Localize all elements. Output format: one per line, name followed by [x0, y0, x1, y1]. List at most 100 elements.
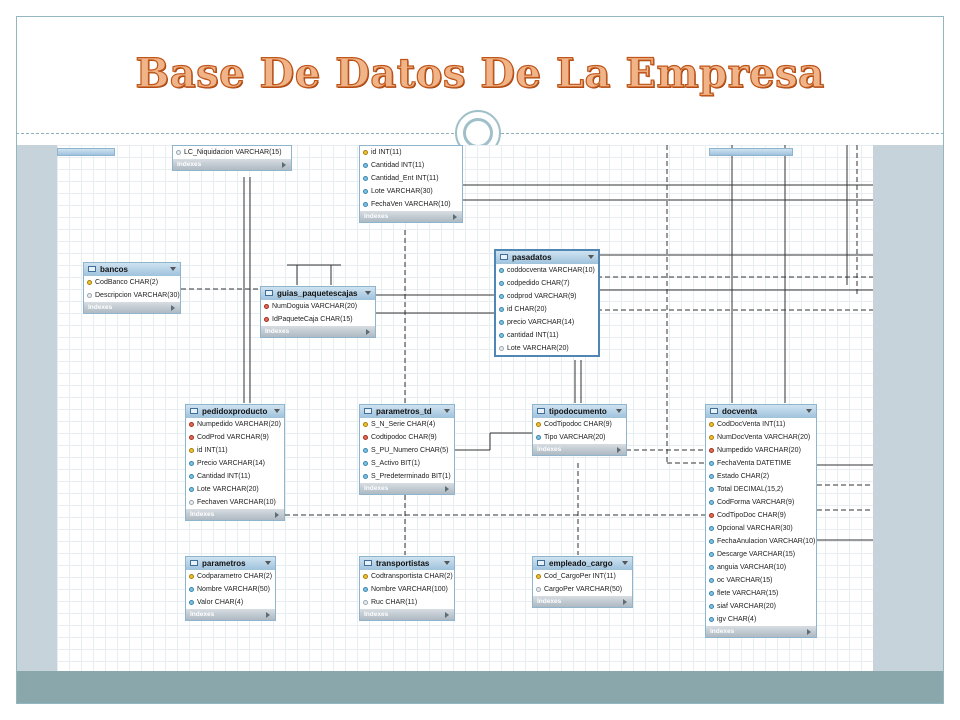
table-header[interactable]: guias_paquetescajas	[261, 287, 375, 300]
expand-arrow-icon[interactable]	[617, 447, 621, 453]
expand-arrow-icon[interactable]	[445, 486, 449, 492]
expand-arrow-icon[interactable]	[266, 612, 270, 618]
chevron-down-icon[interactable]	[170, 267, 176, 271]
red-key-icon	[264, 304, 269, 309]
table-name: bancos	[100, 265, 129, 274]
table-indexes-footer[interactable]: Indexes	[261, 326, 375, 337]
erd-table-bancos[interactable]: bancos CodBanco CHAR(2) Descripcion VARC…	[83, 262, 181, 314]
column-label: flete VARCHAR(15)	[717, 590, 779, 597]
table-stub	[57, 148, 115, 156]
table-indexes-footer[interactable]: Indexes	[360, 483, 454, 494]
column-label: Estado CHAR(2)	[717, 473, 770, 480]
table-header[interactable]: pasadatos	[496, 251, 598, 264]
table-indexes-footer[interactable]: Indexes	[84, 302, 180, 313]
table-column: igv CHAR(4)	[706, 613, 816, 626]
table-name: empleado_cargo	[549, 559, 613, 568]
indexes-label: Indexes	[88, 304, 113, 311]
table-column: id INT(11)	[186, 444, 284, 457]
table-indexes-footer[interactable]: Indexes	[706, 626, 816, 637]
column-label: S_N_Serie CHAR(4)	[371, 421, 436, 428]
slide-title: Base De Datos De La Empresa	[135, 49, 825, 97]
erd-table-empleado-cargo[interactable]: empleado_cargo Cod_CargoPer INT(11) Carg…	[532, 556, 633, 608]
erd-table-guias-paquetescajas[interactable]: guias_paquetescajas NumDoguia VARCHAR(20…	[260, 286, 376, 338]
chevron-down-icon[interactable]	[622, 561, 628, 565]
diamond-icon	[363, 202, 368, 207]
table-indexes-footer[interactable]: Indexes	[360, 609, 454, 620]
chevron-down-icon[interactable]	[365, 291, 371, 295]
chevron-down-icon[interactable]	[274, 409, 280, 413]
chevron-down-icon[interactable]	[616, 409, 622, 413]
erd-table-pedidoxproducto[interactable]: pedidoxproducto Numpedido VARCHAR(20) Co…	[185, 404, 285, 521]
column-label: Numpedido VARCHAR(20)	[717, 447, 801, 454]
column-label: precio VARCHAR(14)	[507, 319, 575, 326]
expand-arrow-icon[interactable]	[275, 512, 279, 518]
table-icon	[190, 408, 198, 414]
key-icon	[363, 150, 368, 155]
table-indexes-footer[interactable]: Indexes	[186, 609, 275, 620]
table-column: Numpedido VARCHAR(20)	[706, 444, 816, 457]
chevron-down-icon[interactable]	[444, 409, 450, 413]
table-header[interactable]: bancos	[84, 263, 180, 276]
table-header[interactable]: parametros	[186, 557, 275, 570]
erd-table-parametros-td[interactable]: parametros_td S_N_Serie CHAR(4) Codtipod…	[359, 404, 455, 495]
diamond-icon	[499, 320, 504, 325]
erd-table-parametros[interactable]: parametros Codparametro CHAR(2) Nombre V…	[185, 556, 276, 621]
table-column: Valor CHAR(4)	[186, 596, 275, 609]
diamond-icon	[189, 600, 194, 605]
diamond-icon	[176, 150, 181, 155]
column-label: igv CHAR(4)	[717, 616, 757, 623]
table-name: guias_paquetescajas	[277, 289, 358, 298]
chevron-down-icon[interactable]	[444, 561, 450, 565]
table-header[interactable]: parametros_td	[360, 405, 454, 418]
table-indexes-footer[interactable]: Indexes	[360, 211, 462, 222]
column-label: Tipo VARCHAR(20)	[544, 434, 606, 441]
expand-arrow-icon[interactable]	[445, 612, 449, 618]
erd-table-docventa[interactable]: docventa CodDocVenta INT(11) NumDocVenta…	[705, 404, 817, 638]
table-column: codpedido CHAR(7)	[496, 277, 598, 290]
column-label: siaf VARCHAR(20)	[717, 603, 776, 610]
er-diagram-canvas[interactable]: LC_Niquidacion VARCHAR(15) Indexes id IN…	[57, 145, 873, 671]
table-indexes-footer[interactable]: Indexes	[186, 509, 284, 520]
expand-arrow-icon[interactable]	[171, 305, 175, 311]
column-label: LC_Niquidacion VARCHAR(15)	[184, 149, 282, 156]
diamond-icon	[709, 474, 714, 479]
expand-arrow-icon[interactable]	[366, 329, 370, 335]
column-label: Lote VARCHAR(20)	[197, 486, 259, 493]
key-icon	[87, 280, 92, 285]
table-column: Estado CHAR(2)	[706, 470, 816, 483]
table-header[interactable]: tipodocumento	[533, 405, 626, 418]
chevron-down-icon[interactable]	[806, 409, 812, 413]
table-header[interactable]: transportistas	[360, 557, 454, 570]
table-indexes-footer[interactable]: Indexes	[173, 159, 291, 170]
table-column: CargoPer VARCHAR(50)	[533, 583, 632, 596]
table-column: Lote VARCHAR(30)	[360, 185, 462, 198]
chevron-down-icon[interactable]	[588, 255, 594, 259]
expand-arrow-icon[interactable]	[807, 629, 811, 635]
table-header[interactable]: pedidoxproducto	[186, 405, 284, 418]
column-label: anguia VARCHAR(10)	[717, 564, 787, 571]
erd-table[interactable]: LC_Niquidacion VARCHAR(15) Indexes	[172, 145, 292, 171]
diamond-icon	[499, 307, 504, 312]
table-indexes-footer[interactable]: Indexes	[533, 596, 632, 607]
erd-table[interactable]: id INT(11) Cantidad INT(11) Cantidad_Ent…	[359, 145, 463, 223]
table-column: Ruc CHAR(11)	[360, 596, 454, 609]
erd-table-transportistas[interactable]: transportistas Codtransportista CHAR(2) …	[359, 556, 455, 621]
column-label: Cantidad INT(11)	[371, 162, 425, 169]
erd-table-tipodocumento[interactable]: tipodocumento CodTipodoc CHAR(9) Tipo VA…	[532, 404, 627, 456]
column-label: Cantidad_Ent INT(11)	[371, 175, 439, 182]
table-indexes-footer[interactable]: Indexes	[533, 444, 626, 455]
chevron-down-icon[interactable]	[265, 561, 271, 565]
indexes-label: Indexes	[364, 485, 389, 492]
table-column: id INT(11)	[360, 146, 462, 159]
expand-arrow-icon[interactable]	[282, 162, 286, 168]
table-name: pasadatos	[512, 253, 552, 262]
diamond-icon	[363, 461, 368, 466]
expand-arrow-icon[interactable]	[453, 214, 457, 220]
relationship-lines	[181, 145, 873, 555]
expand-arrow-icon[interactable]	[623, 599, 627, 605]
column-label: Cod_CargoPer INT(11)	[544, 573, 616, 580]
diamond-icon	[363, 189, 368, 194]
table-header[interactable]: docventa	[706, 405, 816, 418]
erd-table-pasadatos[interactable]: pasadatos coddocventa VARCHAR(10) codped…	[494, 249, 600, 357]
table-header[interactable]: empleado_cargo	[533, 557, 632, 570]
